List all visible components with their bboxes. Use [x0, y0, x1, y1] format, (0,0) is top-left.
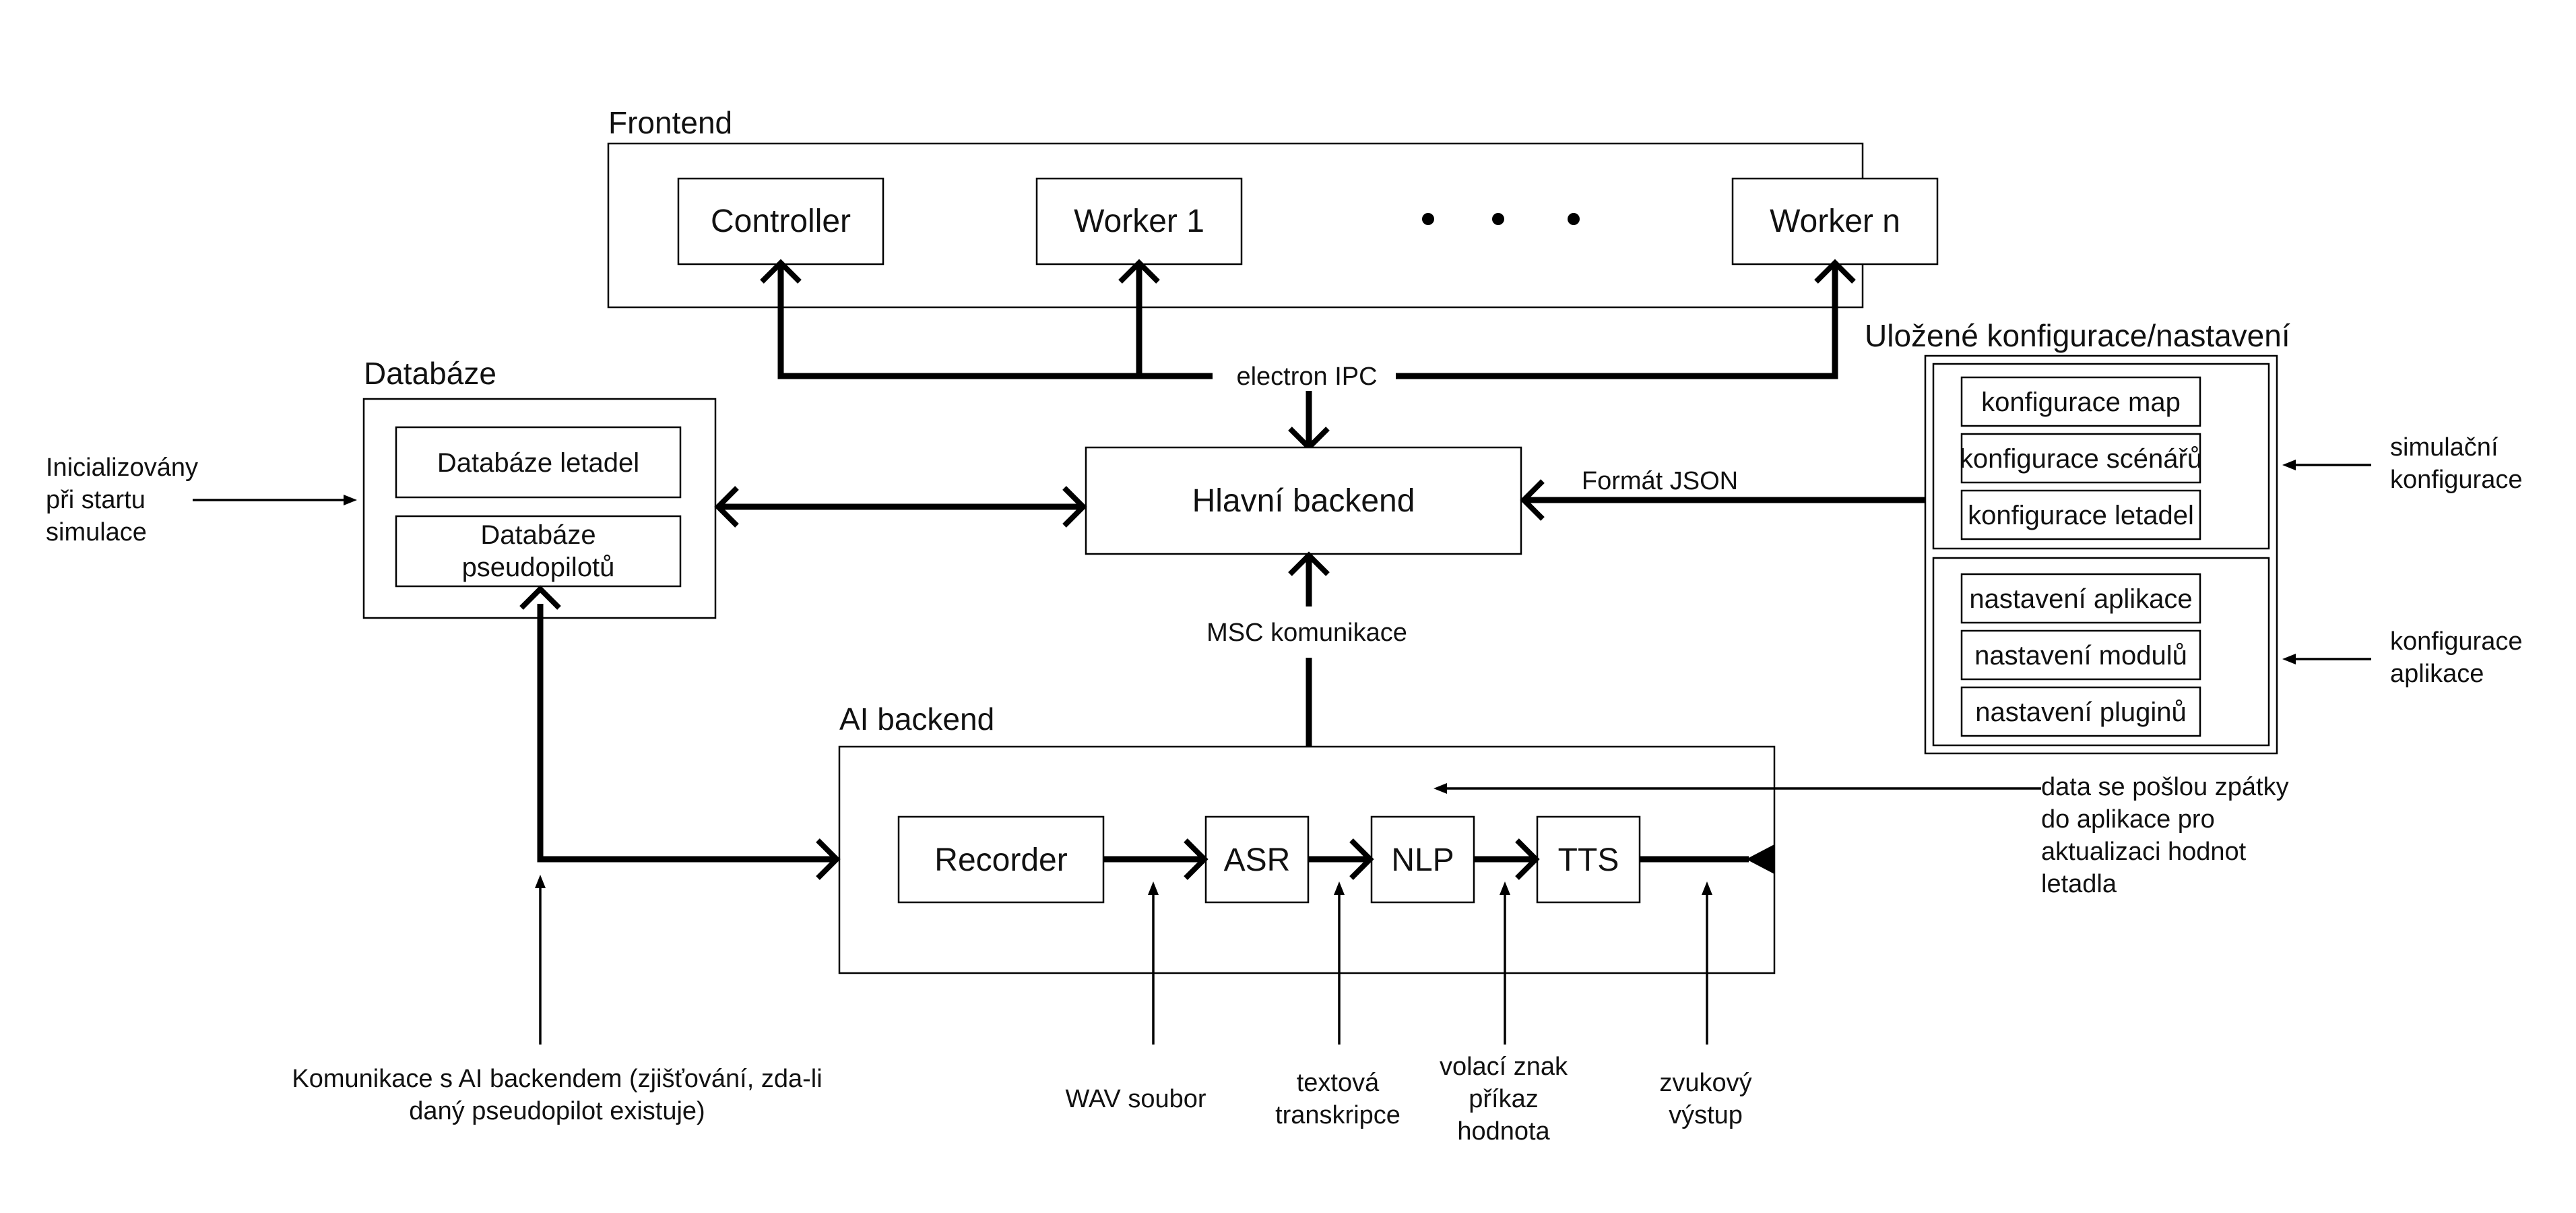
- text-note-line2: transkripce: [1275, 1101, 1400, 1129]
- ellipsis-dot: [1492, 213, 1504, 225]
- recorder-asr-arrowhead: [1184, 838, 1209, 880]
- sim-config-note-line1: simulační: [2390, 433, 2499, 462]
- app-config-arrowhead: [2282, 654, 2296, 664]
- nlp-box: [1370, 815, 1475, 904]
- json-arrowhead: [1520, 479, 1545, 521]
- vol-arrowhead: [1500, 881, 1510, 895]
- komunikace-arrowhead: [535, 875, 546, 888]
- data-back-note-line2: do aplikace pro: [2041, 805, 2215, 834]
- db-ai-arrowhead-up: [519, 585, 561, 610]
- db-ai-line: [537, 604, 835, 863]
- db-ai-arrowhead-right: [816, 838, 841, 880]
- config-letadel-box: [1960, 489, 2201, 540]
- databaze-letadel-box: [395, 426, 682, 499]
- msc-label: MSC komunikace: [1206, 619, 1407, 647]
- vol-note-line1: volací znak: [1440, 1053, 1568, 1081]
- app-config-note-line1: konfigurace: [2390, 627, 2522, 656]
- settings-pluginu-label: nastavení pluginů: [1975, 697, 2187, 727]
- ai-backend-group-title: AI backend: [839, 702, 994, 737]
- ellipsis-dot: [1422, 213, 1434, 225]
- databaze-letadel-label: Databáze letadel: [437, 448, 639, 478]
- init-note-line3: simulace: [46, 518, 147, 547]
- wav-arrowhead: [1148, 881, 1159, 895]
- workern-label: Worker n: [1770, 204, 1900, 239]
- text-arrowhead: [1334, 881, 1345, 895]
- ellipsis-dot: [1568, 213, 1580, 225]
- zvuk-note-line1: zvukový: [1659, 1069, 1751, 1097]
- sim-config-note-line2: konfigurace: [2390, 466, 2522, 494]
- controller-label: Controller: [711, 204, 851, 239]
- controller-box: [677, 177, 884, 266]
- msc-arrowhead: [1288, 551, 1330, 576]
- asr-nlp-arrowhead: [1349, 838, 1374, 880]
- vol-note-line2: příkaz: [1469, 1085, 1538, 1113]
- komunikace-note-line2: daný pseudopilot existuje): [409, 1097, 705, 1125]
- workern-box: [1731, 177, 1939, 266]
- tts-output-arrowhead: [1746, 844, 1774, 874]
- wav-note: WAV soubor: [1065, 1085, 1206, 1113]
- config-map-label: konfigurace map: [1981, 387, 2181, 417]
- sim-config-arrowhead: [2282, 460, 2296, 470]
- settings-pluginu-box: [1960, 686, 2201, 737]
- settings-modulu-label: nastavení modulů: [1974, 641, 2187, 671]
- databaze-pseudopilotu-label-line2: pseudopilotů: [462, 553, 615, 582]
- nlp-tts-arrowhead: [1515, 838, 1540, 880]
- ipc-arrowhead-controller: [760, 259, 802, 284]
- app-config-note-line2: aplikace: [2390, 660, 2484, 688]
- databaze-pseudopilotu-label-line1: Databáze: [480, 520, 595, 550]
- db-backend-arrowhead-right: [1062, 486, 1087, 528]
- data-back-note-line1: data se pošlou zpátky: [2041, 773, 2289, 801]
- ipc-bus-left: [777, 264, 1213, 379]
- init-note-line2: při startu: [46, 486, 146, 514]
- electron-ipc-label: electron IPC: [1236, 363, 1377, 391]
- vol-note-line3: hodnota: [1457, 1117, 1550, 1146]
- config-scenaru-label: konfigurace scénářů: [1960, 444, 2202, 474]
- init-note-line1: Inicializovány: [46, 454, 198, 482]
- worker1-label: Worker 1: [1074, 204, 1204, 239]
- databaze-group-title: Databáze: [364, 356, 496, 391]
- settings-aplikace-label: nastavení aplikace: [1969, 584, 2192, 614]
- nlp-label: NLP: [1391, 842, 1454, 878]
- ipc-arrowhead-workern: [1814, 259, 1856, 284]
- config-map-box: [1960, 376, 2201, 427]
- db-backend-arrowhead-left: [714, 486, 739, 528]
- format-json-label: Formát JSON: [1582, 467, 1738, 495]
- ulozene-group-title: Uložené konfigurace/nastavení: [1865, 318, 2290, 353]
- databaze-pseudopilotu-box: [395, 515, 682, 588]
- tts-label: TTS: [1558, 842, 1619, 878]
- worker1-box: [1035, 177, 1243, 266]
- asr-label: ASR: [1224, 842, 1291, 878]
- frontend-group-title: Frontend: [608, 105, 732, 140]
- init-arrowhead: [344, 495, 357, 505]
- komunikace-note-line1: Komunikace s AI backendem (zjišťování, z…: [292, 1065, 822, 1093]
- recorder-label: Recorder: [934, 842, 1067, 878]
- zvuk-note-line2: výstup: [1669, 1101, 1743, 1129]
- ipc-bus-right: [1396, 264, 1838, 379]
- zvuk-arrowhead: [1702, 881, 1712, 895]
- hlavni-backend-label: Hlavní backend: [1192, 483, 1415, 519]
- settings-aplikace-box: [1960, 573, 2201, 624]
- config-letadel-label: konfigurace letadel: [1968, 501, 2194, 530]
- data-back-note-line3: aktualizaci hodnot: [2041, 838, 2247, 866]
- ipc-arrowhead-worker1: [1118, 259, 1160, 284]
- settings-modulu-box: [1960, 629, 2201, 681]
- config-scenaru-box: [1960, 433, 2201, 484]
- text-note-line1: textová: [1297, 1069, 1380, 1097]
- data-back-arrowhead: [1434, 783, 1447, 794]
- data-back-note-line4: letadla: [2041, 870, 2117, 898]
